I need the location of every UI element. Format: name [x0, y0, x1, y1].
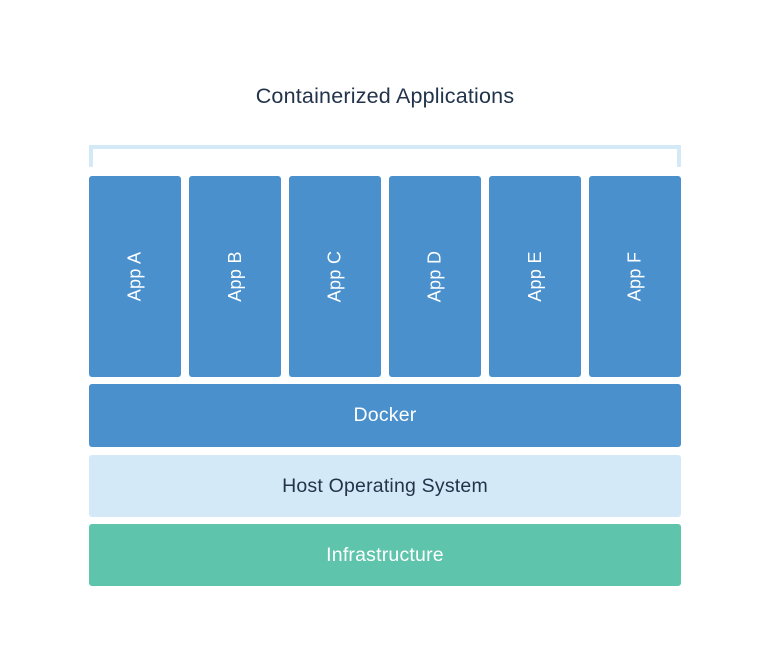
app-box-b[interactable]: App B: [189, 176, 281, 377]
application-boxes-row: App A App B App C App D App E App F: [89, 176, 681, 377]
layer-infrastructure[interactable]: Infrastructure: [89, 524, 681, 586]
app-box-f[interactable]: App F: [589, 176, 681, 377]
bracket-horizontal-line: [89, 145, 681, 149]
bracket-left-tick: [89, 145, 93, 167]
app-box-label: App E: [524, 251, 545, 302]
app-box-label: App D: [424, 250, 445, 303]
app-box-label: App A: [124, 251, 145, 302]
app-box-label: App B: [224, 251, 245, 302]
app-box-label: App C: [324, 250, 345, 303]
app-box-d[interactable]: App D: [389, 176, 481, 377]
layer-docker[interactable]: Docker: [89, 384, 681, 447]
app-box-a[interactable]: App A: [89, 176, 181, 377]
app-box-c[interactable]: App C: [289, 176, 381, 377]
applications-grouping-bracket: [89, 145, 681, 167]
layer-host-operating-system[interactable]: Host Operating System: [89, 455, 681, 517]
bracket-right-tick: [677, 145, 681, 167]
page-title: Containerized Applications: [255, 84, 515, 108]
app-box-label: App F: [624, 251, 645, 302]
app-box-e[interactable]: App E: [489, 176, 581, 377]
